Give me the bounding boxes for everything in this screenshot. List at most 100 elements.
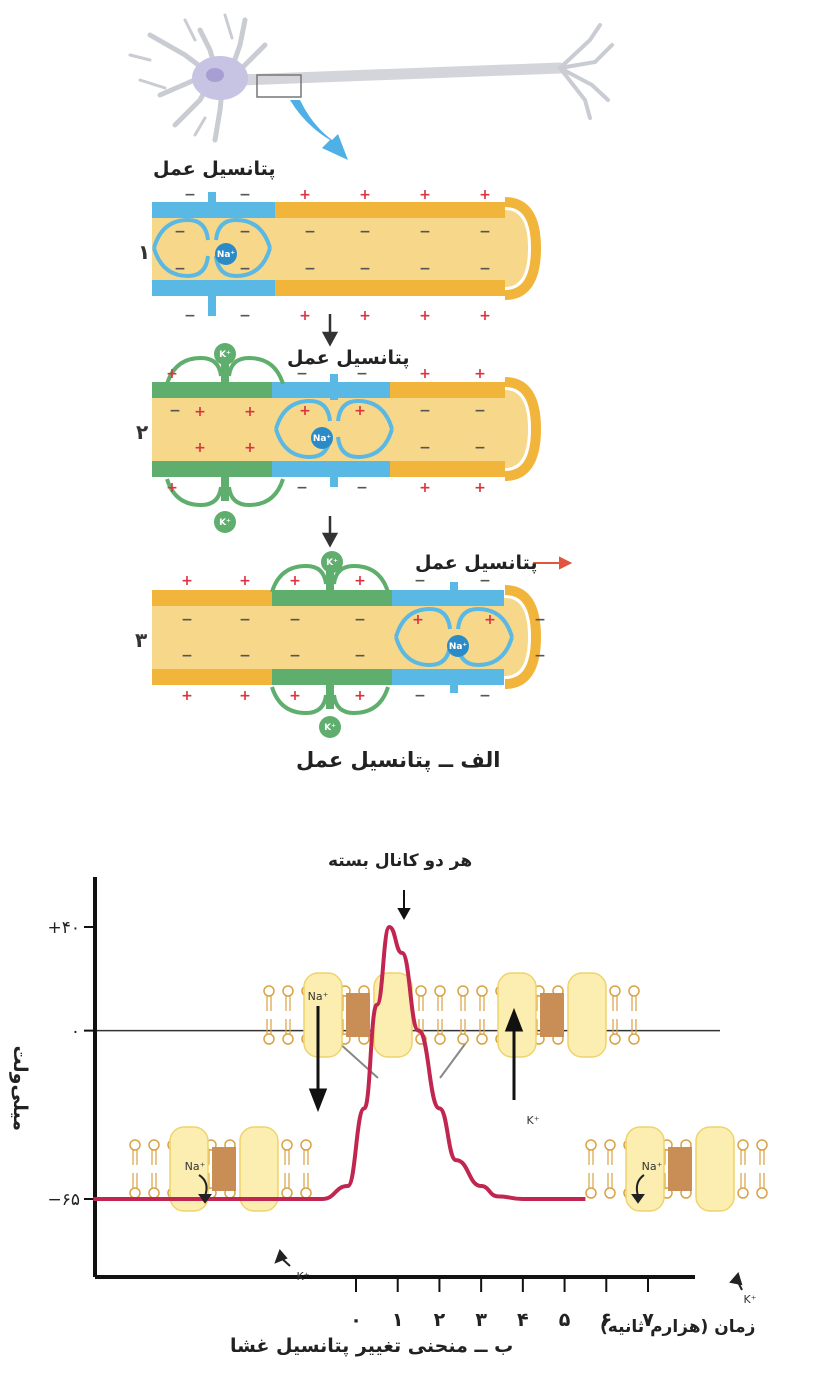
x-axis-label: زمان (هزارم ثانیه) <box>600 1317 756 1337</box>
plus-charge-icon: + <box>354 573 366 589</box>
plus-charge-icon: + <box>479 308 491 324</box>
ion-label: Na⁺ <box>313 434 332 444</box>
plus-charge-icon: + <box>419 366 431 382</box>
step-number-1: ۱ <box>138 240 151 264</box>
plus-charge-icon: + <box>474 366 486 382</box>
channel-resting-left <box>129 1126 312 1212</box>
x-tick-label: ۱ <box>392 1309 404 1331</box>
plus-charge-icon: + <box>289 688 301 704</box>
y-axis-label: میلی‌ولت <box>9 1045 31 1131</box>
zoom-arrow-icon <box>290 100 348 160</box>
minus-charge-icon: − <box>304 224 316 240</box>
channel-na-open <box>263 972 446 1058</box>
minus-charge-icon: − <box>289 612 301 628</box>
plus-charge-icon: + <box>194 404 206 420</box>
caption-part-a: الف ــ پتانسیل عمل <box>296 748 501 772</box>
plus-charge-icon: + <box>354 688 366 704</box>
ion-label: K⁺ <box>324 723 336 733</box>
plus-charge-icon: + <box>354 403 366 419</box>
plus-charge-icon: + <box>479 187 491 203</box>
plus-charge-icon: + <box>419 187 431 203</box>
minus-charge-icon: − <box>414 573 426 589</box>
x-tick-label: ۷ <box>642 1309 654 1331</box>
minus-charge-icon: − <box>184 308 196 324</box>
plus-charge-icon: + <box>194 440 206 456</box>
minus-charge-icon: − <box>534 648 546 664</box>
step-number-3: ۳ <box>135 628 148 652</box>
plus-charge-icon: + <box>419 308 431 324</box>
plus-charge-icon: + <box>299 403 311 419</box>
plus-charge-icon: + <box>412 612 424 628</box>
minus-charge-icon: − <box>354 612 366 628</box>
ion-label: Na⁺ <box>308 990 329 1003</box>
minus-charge-icon: − <box>289 648 301 664</box>
plus-charge-icon: + <box>239 573 251 589</box>
ion-label: K⁺ <box>219 350 231 360</box>
minus-charge-icon: − <box>354 648 366 664</box>
peak-arrow-icon <box>397 890 411 921</box>
x-tick-label: ۵ <box>559 1309 571 1331</box>
action-potential-curve <box>93 924 586 1202</box>
minus-charge-icon: − <box>169 403 181 419</box>
x-tick-label: ۳ <box>475 1309 487 1331</box>
x-tick-label: ۶ <box>600 1309 612 1331</box>
ion-label: K⁺ <box>526 1114 539 1127</box>
minus-charge-icon: − <box>296 366 308 382</box>
minus-charge-icon: − <box>359 261 371 277</box>
minus-charge-icon: − <box>239 648 251 664</box>
plus-charge-icon: + <box>239 688 251 704</box>
plus-charge-icon: + <box>289 573 301 589</box>
minus-charge-icon: − <box>474 440 486 456</box>
minus-charge-icon: − <box>239 308 251 324</box>
ion-label: K⁺ <box>326 558 338 568</box>
axon-2 <box>152 343 542 533</box>
membrane-charges: −−−−−−−−++++++++−−−−−−−−++++++−−−−++−−−−… <box>166 187 546 704</box>
plus-charge-icon: + <box>244 404 256 420</box>
minus-charge-icon: − <box>181 648 193 664</box>
x-tick-label: ۰ <box>350 1309 362 1331</box>
plus-charge-icon: + <box>299 308 311 324</box>
plus-charge-icon: + <box>166 480 178 496</box>
action-potential-label-1: پتانسیل عمل <box>153 158 276 180</box>
axon-3 <box>152 551 542 738</box>
y-tick-label: ۰ <box>71 1022 80 1042</box>
minus-charge-icon: − <box>239 612 251 628</box>
ion-label: Na⁺ <box>642 1160 663 1173</box>
minus-charge-icon: − <box>414 688 426 704</box>
ion-label: K⁺ <box>296 1270 309 1283</box>
x-tick-label: ۴ <box>517 1309 529 1331</box>
minus-charge-icon: − <box>174 261 186 277</box>
plus-charge-icon: + <box>484 612 496 628</box>
peak-annotation: هر دو کانال بسته <box>328 851 473 871</box>
minus-charge-icon: − <box>304 261 316 277</box>
minus-charge-icon: − <box>239 224 251 240</box>
minus-charge-icon: − <box>479 573 491 589</box>
plus-charge-icon: + <box>474 480 486 496</box>
plus-charge-icon: + <box>181 688 193 704</box>
ion-label: Na⁺ <box>217 250 236 260</box>
plus-charge-icon: + <box>244 440 256 456</box>
minus-charge-icon: − <box>419 440 431 456</box>
ion-label: K⁺ <box>743 1293 756 1306</box>
step-arrow-icon <box>321 516 339 548</box>
zoom-box <box>256 74 302 98</box>
action-potential-label-2: پتانسیل عمل <box>287 347 410 369</box>
caption-part-b: ب ــ منحنی تغییر پتانسیل غشا <box>230 1335 514 1357</box>
minus-charge-icon: − <box>174 224 186 240</box>
minus-charge-icon: − <box>419 224 431 240</box>
minus-charge-icon: − <box>419 261 431 277</box>
na-gate-arrow-icon <box>631 1174 645 1204</box>
minus-charge-icon: − <box>479 688 491 704</box>
k-gate-arrow-icon <box>274 1249 291 1267</box>
neuron-nucleus <box>206 68 224 82</box>
na-influx-arrow-icon <box>308 1006 328 1113</box>
ion-label: Na⁺ <box>185 1160 206 1173</box>
k-efflux-arrow-icon <box>504 1007 524 1100</box>
minus-charge-icon: − <box>419 403 431 419</box>
minus-charge-icon: − <box>479 261 491 277</box>
plus-charge-icon: + <box>181 573 193 589</box>
minus-charge-icon: − <box>296 480 308 496</box>
y-tick-label: +۴۰ <box>47 918 80 938</box>
